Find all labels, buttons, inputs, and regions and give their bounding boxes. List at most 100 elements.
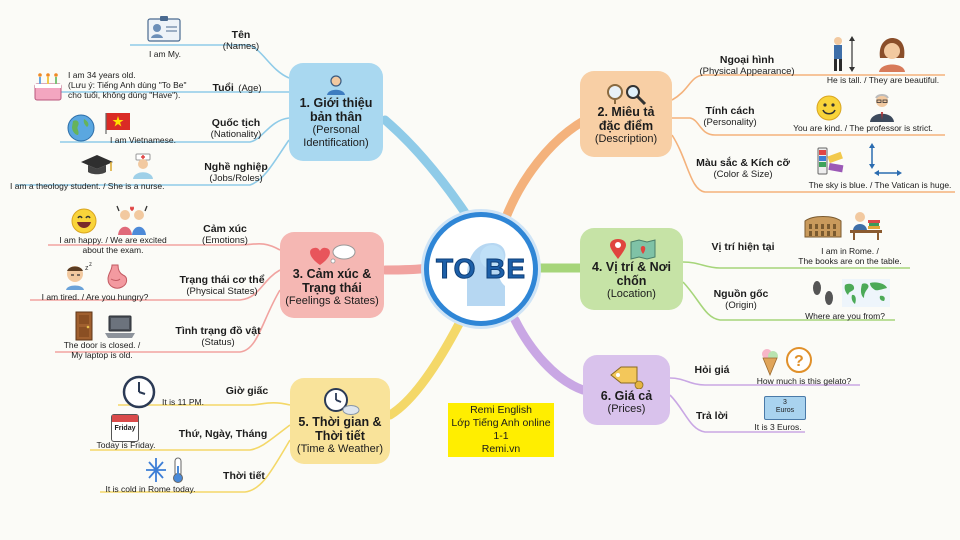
branch-prices[interactable]: 6. Giá cả (Prices) (583, 355, 670, 425)
nurse-icon (133, 153, 153, 179)
color-swatches-icon (817, 147, 844, 175)
branch-subtitle: (Location) (607, 287, 656, 300)
happy-face-icon (71, 208, 97, 234)
branch-subtitle: (Personal Identification) (303, 124, 369, 149)
branch-description[interactable]: 2. Miêu tả đặc điểm (Description) (580, 71, 672, 157)
svg-text:z: z (89, 262, 92, 268)
clock-label: Giờ giấc (225, 385, 269, 397)
thinking-figure-icon (467, 243, 506, 306)
origin-label: Nguồn gốc(Origin) (713, 288, 769, 311)
answer-price-example: It is 3 Euros. (754, 422, 802, 432)
banknote-unit: Euros (775, 407, 795, 414)
branch-title: 1. Giới thiệu bản thân (299, 96, 373, 124)
vietnam-flag-icon (105, 113, 130, 134)
size-arrows-icon (869, 143, 902, 176)
center-label: TO BE (435, 253, 527, 285)
names-example: I am My. (149, 49, 181, 59)
remi-line-1: Remi English (470, 404, 532, 416)
appearance-label: Ngoại hình(Physical Appearance) (699, 54, 795, 77)
ask-price-label: Hỏi giá (694, 364, 730, 376)
origin-example: Where are you from? (805, 311, 885, 321)
weather-label: Thời tiết (223, 470, 265, 482)
remi-line-3: Remi.vn (481, 443, 521, 455)
branch-title: 3. Cảm xúc & Trạng thái (292, 266, 372, 295)
branch-location[interactable]: 4. Vị trí & Nơi chốn (Location) (580, 228, 683, 310)
smiley-face-icon (816, 95, 842, 121)
personality-label: Tính cách(Personality) (703, 105, 757, 128)
laptop-icon (105, 315, 135, 338)
clock-example: It is 11 PM. (162, 397, 204, 407)
age-label: Tuổi (Age) (212, 82, 262, 94)
closed-door-icon (75, 311, 93, 341)
ask-price-example: How much is this gelato? (756, 376, 852, 386)
wall-clock-icon (122, 375, 156, 409)
age-example: I am 34 years old.(Lưu ý: Tiếng Anh dùng… (68, 70, 187, 100)
snowflake-thermometer-icon (146, 457, 183, 483)
physical-example: I am tired. / Are you hungry? (41, 292, 149, 302)
magnifier-mirror-icon (607, 83, 647, 105)
personality-example: You are kind. / The professor is strict. (793, 123, 933, 133)
globe-icon (67, 114, 95, 142)
branch-personal-identification[interactable]: 1. Giới thiệu bản thân (Personal Identif… (289, 63, 383, 161)
branch-subtitle: (Feelings & States) (285, 294, 379, 307)
colorsize-example: The sky is blue. / The Vatican is huge. (808, 180, 952, 190)
branch-feelings-states[interactable]: 3. Cảm xúc & Trạng thái (Feelings & Stat… (280, 232, 384, 318)
current-location-label: Vị trí hiện tại (711, 241, 775, 253)
id-card-icon (147, 16, 181, 42)
excited-people-icon (116, 205, 148, 235)
nationality-label: Quốc tịch(Nationality) (210, 117, 262, 140)
answer-price-label: Trả lời (696, 410, 728, 422)
branch-subtitle: (Prices) (607, 402, 646, 415)
woman-portrait-icon (879, 38, 905, 72)
birthday-cake-icon (34, 73, 62, 101)
remi-english-badge: Remi English Lớp Tiếng Anh online 1-1 Re… (448, 403, 554, 457)
physical-label: Trạng thái cơ thể(Physical States) (179, 274, 265, 297)
footprints-icon (813, 281, 833, 305)
hungry-stomach-icon (107, 264, 128, 289)
jobs-example: I am a theology student. / She is a nurs… (10, 181, 165, 191)
tall-man-icon (834, 36, 855, 72)
jobs-label: Nghề nghiệp(Jobs/Roles) (204, 161, 268, 184)
professor-icon (870, 94, 894, 122)
remi-line-2: Lớp Tiếng Anh online 1-1 (451, 417, 551, 442)
colosseum-icon (804, 216, 842, 238)
euro-banknote-icon: 3 Euros (764, 396, 806, 420)
calendar-day-text: Friday (114, 425, 136, 432)
branch-title: 6. Giá cả (600, 388, 653, 403)
weather-example: It is cold in Rome today. (105, 484, 196, 494)
price-tag-icon (609, 366, 643, 389)
branch-title: 2. Miêu tả đặc điểm (597, 104, 655, 133)
names-label: Tên(Names) (222, 29, 260, 52)
branch-subtitle: (Description) (594, 132, 658, 145)
graduation-cap-icon (81, 155, 113, 175)
gelato-question-icon: ? (762, 347, 812, 376)
world-map-icon (842, 279, 890, 307)
books-on-table-icon (850, 212, 882, 240)
svg-text:z: z (85, 265, 89, 272)
status-label: Tình trạng đồ vật(Status) (175, 325, 261, 348)
current-location-example: I am in Rome. /The books are on the tabl… (798, 246, 902, 266)
map-pin-icon (609, 238, 655, 260)
branch-subtitle: (Time & Weather) (296, 442, 384, 455)
banknote-amount: 3 (783, 399, 787, 406)
person-avatar-icon (327, 75, 345, 95)
nationality-example: I am Vietnamese. (110, 135, 176, 145)
colorsize-label: Màu sắc & Kích cỡ(Color & Size) (696, 157, 790, 180)
status-example: The door is closed. /My laptop is old. (63, 340, 141, 360)
branch-title: 4. Vị trí & Nơi chốn (591, 259, 672, 288)
branch-title: 5. Thời gian & Thời tiết (298, 414, 382, 443)
appearance-example: He is tall. / They are beautiful. (826, 75, 940, 85)
calendar-icon: Friday (111, 414, 139, 442)
center-node: TO BE (424, 212, 538, 326)
svg-text:?: ? (794, 353, 804, 370)
days-example: Today is Friday. (96, 440, 156, 450)
clock-cloud-icon (324, 387, 360, 415)
days-label: Thứ, Ngày, Tháng (178, 428, 268, 440)
heart-thought-icon (310, 244, 356, 265)
emotions-label: Cảm xúc(Emotions) (202, 223, 248, 246)
branch-time-weather[interactable]: 5. Thời gian & Thời tiết (Time & Weather… (290, 378, 390, 464)
